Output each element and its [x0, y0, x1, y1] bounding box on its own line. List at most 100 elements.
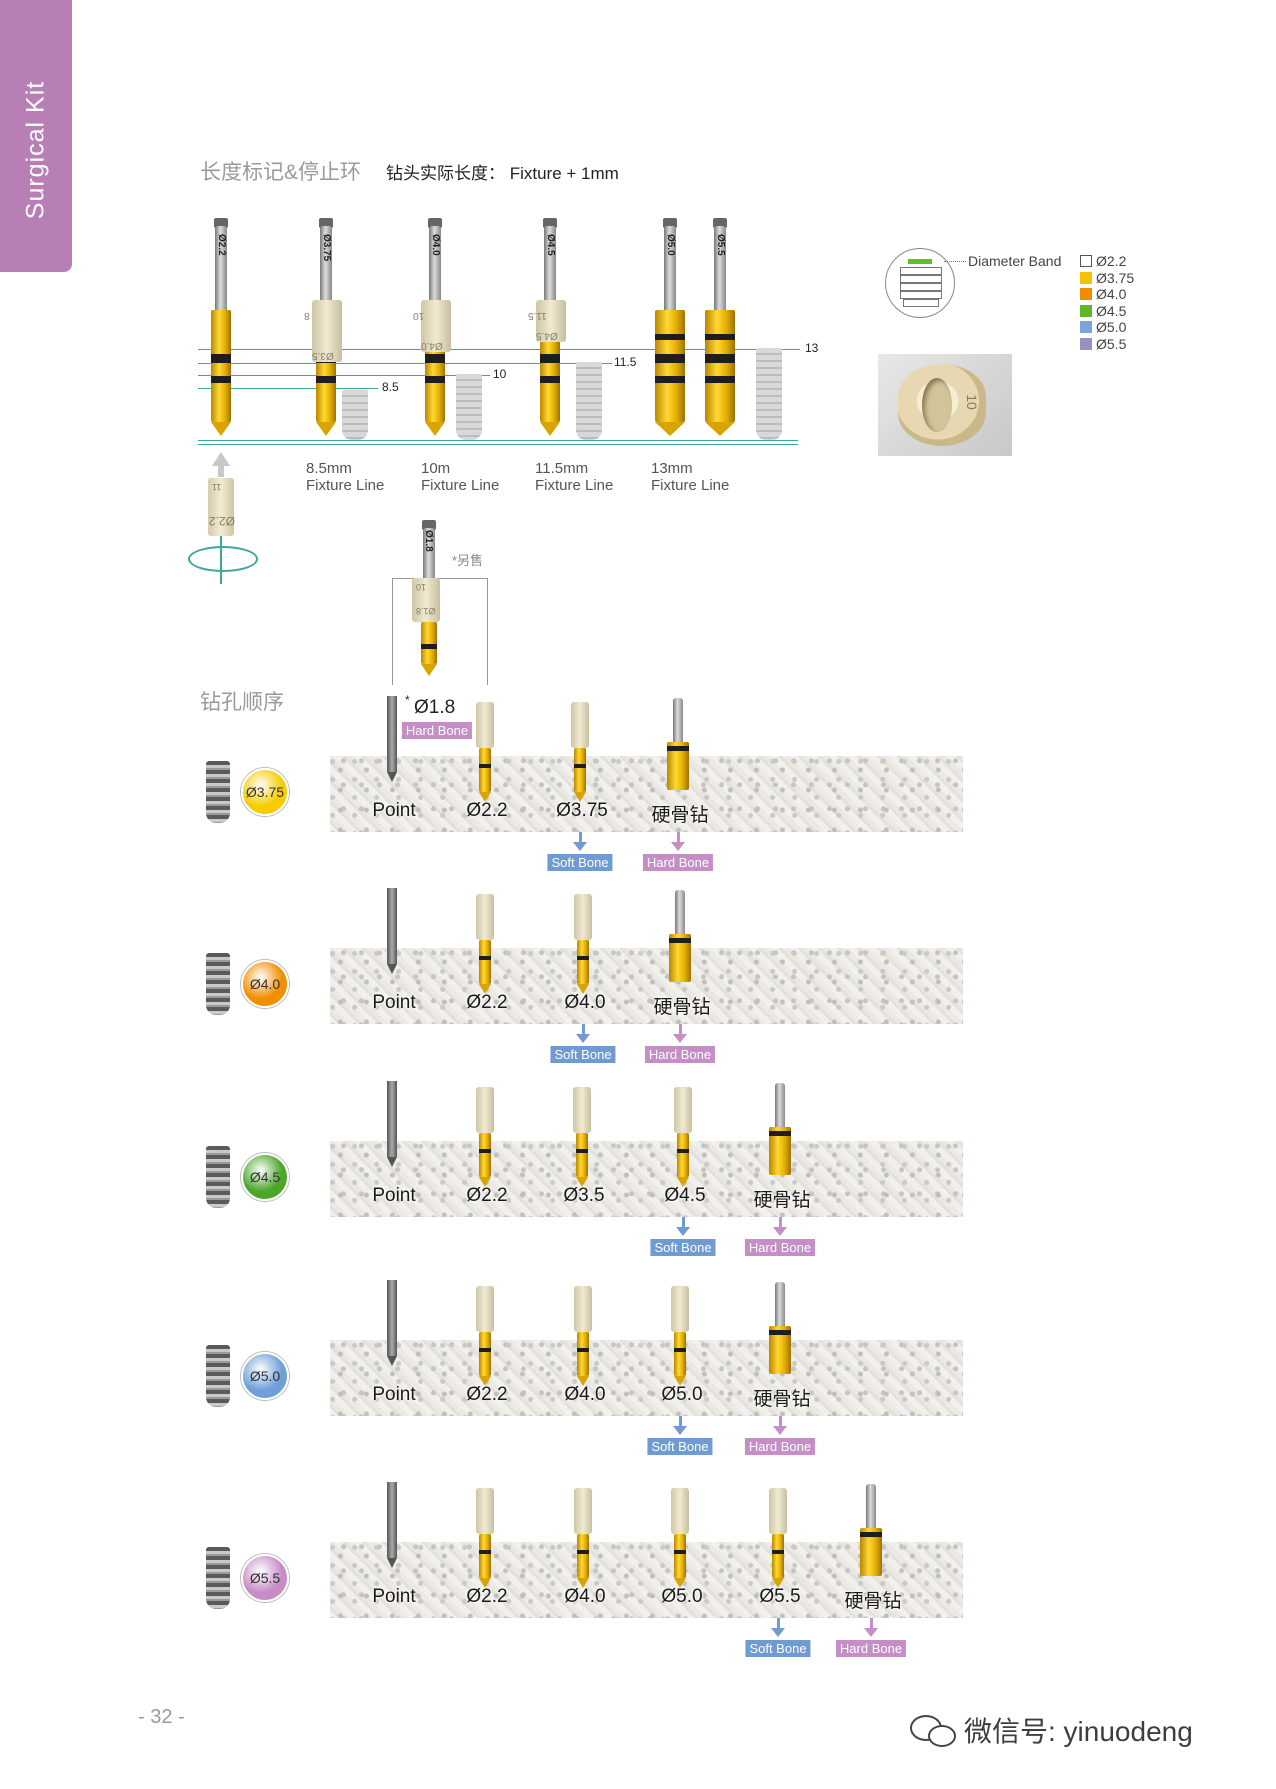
step-drill-stopper	[769, 1488, 787, 1534]
stopper-length-label: 8	[304, 310, 310, 321]
drill-1-8-label: Ø1.8	[423, 530, 434, 552]
implant-diameter-badge: Ø4.5	[241, 1153, 289, 1201]
hard-bone-tag: Hard Bone	[644, 1046, 716, 1063]
legend-item: Ø2.2	[1080, 253, 1134, 270]
step-drill-stopper	[573, 1087, 591, 1133]
step-drill-stopper	[476, 894, 494, 940]
step-drill	[577, 1534, 589, 1578]
leader-line	[944, 261, 966, 262]
sequence-step-label: Point	[372, 1384, 416, 1405]
fixture-depth-line	[198, 375, 490, 376]
step-drill-stopper	[671, 1488, 689, 1534]
hard-bone-drill-shank	[675, 890, 685, 934]
sequence-step-label: Point	[372, 1185, 416, 1206]
sequence-step-label: Ø2.2	[466, 1586, 508, 1607]
hard-bone-drill	[769, 1326, 791, 1374]
bone-section	[330, 1340, 963, 1416]
step-drill	[479, 1534, 491, 1578]
step-drill	[577, 940, 589, 984]
sequence-step-label: Point	[372, 992, 416, 1013]
step-drill	[479, 940, 491, 984]
stopper	[312, 300, 342, 362]
extra-drill-bracket	[392, 578, 488, 685]
implant-icon	[206, 953, 230, 1015]
down-arrow-icon	[579, 832, 582, 842]
drill-diameter-label: Ø3.75	[321, 234, 332, 262]
soft-bone-tag: Soft Bone	[647, 1438, 713, 1455]
legend-swatch	[1080, 304, 1092, 317]
implant-icon	[206, 1146, 230, 1208]
step-drill	[674, 1534, 686, 1578]
point-drill	[387, 1081, 397, 1157]
hard-bone-tag: Hard Bone	[401, 722, 473, 739]
hard-bone-tag: Hard Bone	[642, 854, 714, 871]
implant-silhouette	[756, 348, 782, 440]
hard-bone-drill-shank	[866, 1484, 876, 1528]
rotate-icon	[188, 546, 258, 572]
down-arrow-icon	[679, 1416, 682, 1426]
sold-separately-note: *另售	[452, 553, 484, 568]
watermark: 微信号: yinuodeng	[910, 1710, 1193, 1750]
implant-diameter-badge: Ø4.0	[241, 960, 289, 1008]
drill-diameter-label: Ø5.5	[715, 234, 726, 256]
implant-icon	[206, 1345, 230, 1407]
section-heading: 长度标记&停止环	[200, 161, 362, 184]
implant-icon	[206, 761, 230, 823]
sequence-step-label: 硬骨钻	[844, 1591, 902, 1612]
drill-1-8-stopper	[412, 578, 440, 622]
point-drill	[387, 888, 397, 964]
up-arrow-icon	[212, 452, 230, 466]
down-arrow-icon	[677, 832, 680, 842]
point-drill-tip	[387, 1157, 397, 1167]
hard-bone-drill	[667, 742, 689, 790]
stopper-diameter-label: Ø4.0	[421, 340, 443, 351]
legend-item: Ø4.5	[1080, 303, 1134, 320]
step-drill-stopper	[574, 1488, 592, 1534]
hard-bone-tag: Hard Bone	[835, 1640, 907, 1657]
drill-diameter-label: Ø4.0	[430, 234, 441, 256]
step-drill	[574, 748, 586, 792]
implant-silhouette	[342, 390, 368, 440]
drill-diameter-label: Ø4.5	[545, 234, 556, 256]
legend-label: Ø5.0	[1096, 319, 1127, 336]
down-arrow-icon	[582, 1024, 585, 1034]
point-drill-tip	[387, 964, 397, 974]
legend-item: Ø5.0	[1080, 319, 1134, 336]
step-drill-stopper	[476, 1087, 494, 1133]
sequence-step-label: Point	[372, 800, 416, 821]
base-line	[198, 444, 798, 445]
sequence-step-label: Point	[372, 1586, 416, 1607]
implant-silhouette	[456, 374, 482, 440]
stopper-diameter-label: Ø3.5	[312, 350, 334, 361]
sequence-step-label: Ø3.5	[563, 1185, 605, 1206]
down-arrow-icon	[779, 1416, 782, 1426]
point-drill-tip	[387, 1356, 397, 1366]
diameter-band-title: Diameter Band	[968, 253, 1062, 269]
legend-label: Ø5.5	[1096, 335, 1127, 352]
legend-item: Ø3.75	[1080, 270, 1134, 287]
sequence-step-label: Ø2.2	[466, 1185, 508, 1206]
hard-bone-drill	[860, 1528, 882, 1576]
drill-diameter-label: Ø2.2	[216, 234, 227, 256]
stopper-diameter-label: Ø4.5	[536, 330, 558, 341]
fixture-depth-line	[198, 349, 800, 350]
drill-diameter-label: Ø5.0	[665, 234, 676, 256]
sequence-step-label: Ø2.2	[466, 1384, 508, 1405]
base-line	[198, 440, 798, 441]
diameter-band-diagram	[885, 248, 955, 318]
step-drill-stopper	[671, 1286, 689, 1332]
stopper-ring-label: 10	[963, 394, 980, 410]
step-drill-stopper	[476, 1488, 494, 1534]
down-arrow-icon	[682, 1217, 685, 1227]
sequence-step-label: 硬骨钻	[651, 805, 709, 826]
wechat-icon	[910, 1713, 956, 1747]
diameter-band-marker	[908, 259, 932, 264]
drill-length-note: 钻头实际长度： Fixture + 1mm	[386, 164, 619, 183]
bone-section	[330, 756, 963, 832]
hard-bone-drill	[669, 934, 691, 982]
point-drill	[387, 1280, 397, 1356]
sequence-step-label: 硬骨钻	[653, 997, 711, 1018]
step-drill-stopper	[571, 702, 589, 748]
